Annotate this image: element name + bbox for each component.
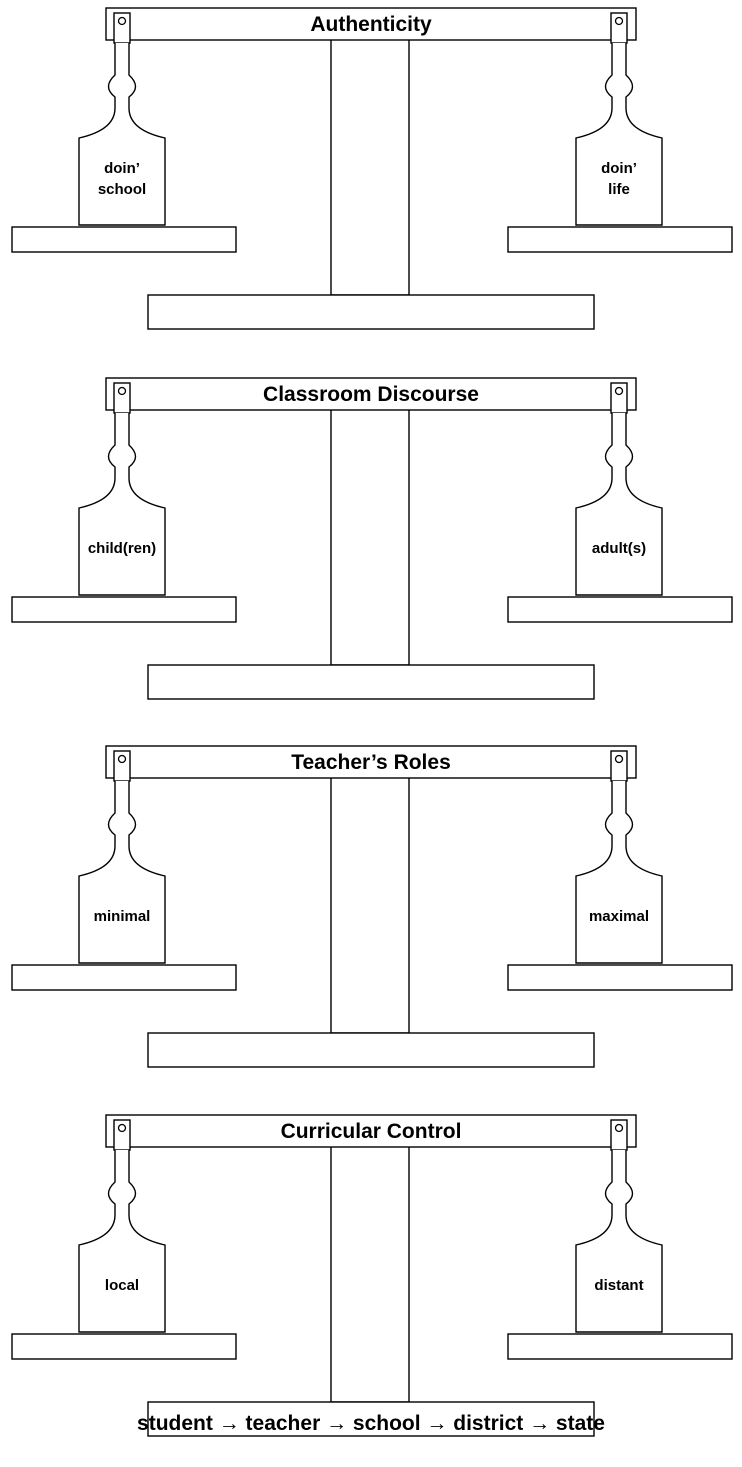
scale-title: Classroom Discourse [263,383,479,406]
left-weight [78,43,166,226]
left-pivot-icon [117,754,127,764]
right-weight [575,1150,663,1333]
pillar [330,1139,410,1403]
balance-scale-1: Authenticity doin’ school doin’ life [11,7,733,330]
left-pan [11,226,237,253]
left-pan [11,964,237,991]
right-weight-label: adult(s) [592,540,646,557]
beam [105,377,637,411]
right-pan [507,1333,733,1360]
left-pivot-icon [117,1123,127,1133]
left-weight-label: minimal [94,908,151,925]
right-weight-label: life [608,181,630,198]
base-platform [147,1032,595,1068]
right-weight-label: doin’ [601,160,637,177]
balance-scale-2: Classroom Discourse child(ren) adult(s) [11,377,733,700]
pillar [330,32,410,296]
left-pan [11,596,237,623]
right-weight [575,43,663,226]
right-pan [507,964,733,991]
right-pivot-icon [614,1123,624,1133]
right-pivot-icon [614,16,624,26]
beam [105,7,637,41]
scale-title: Curricular Control [281,1120,462,1143]
left-pan [11,1333,237,1360]
left-weight [78,1150,166,1333]
base-platform [147,1401,595,1437]
left-pivot-icon [117,16,127,26]
right-weight-label: distant [594,1277,643,1294]
beam [105,745,637,779]
beam [105,1114,637,1148]
pillar [330,402,410,666]
left-weight-label: child(ren) [88,540,156,557]
right-weight-label: maximal [589,908,649,925]
scale-title: Teacher’s Roles [291,751,451,774]
right-pivot-icon [614,754,624,764]
scale-title: Authenticity [310,13,432,36]
right-pan [507,226,733,253]
balance-scale-3: Teacher’s Roles minimal maximal [11,745,733,1068]
right-pivot-icon [614,386,624,396]
right-pan [507,596,733,623]
left-weight [78,413,166,596]
base-platform [147,294,595,330]
pillar [330,770,410,1034]
curricular-control-caption: student → teacher → school → district → … [137,1412,605,1435]
balance-scale-4: Curricular Control local distant [11,1114,733,1437]
left-weight [78,781,166,964]
left-weight-label: local [105,1277,139,1294]
right-weight [575,413,663,596]
left-weight-label: school [98,181,146,198]
left-weight-label: doin’ [104,160,140,177]
left-pivot-icon [117,386,127,396]
base-platform [147,664,595,700]
right-weight [575,781,663,964]
